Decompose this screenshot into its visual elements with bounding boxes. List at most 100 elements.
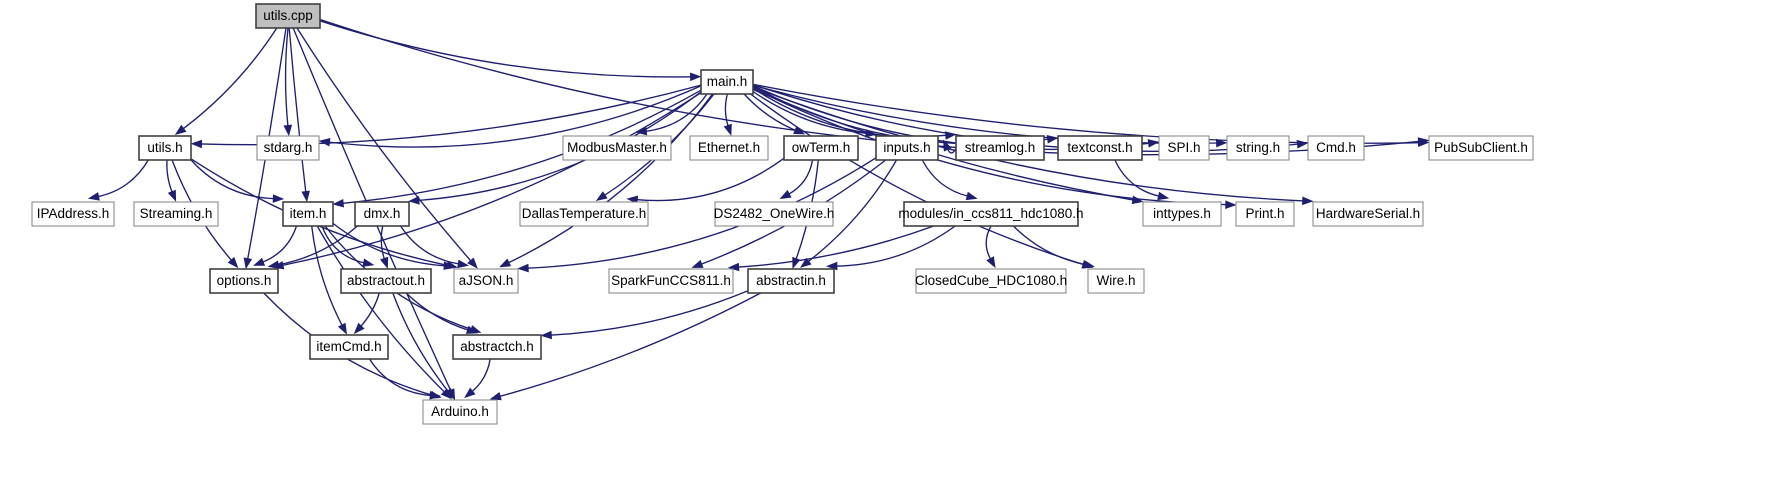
- graph-node-abstractout-h[interactable]: abstractout.h: [340, 268, 432, 294]
- node-box[interactable]: [354, 201, 410, 227]
- node-box[interactable]: [340, 268, 432, 294]
- graph-node-modbusmaster-h[interactable]: ModbusMaster.h: [562, 135, 672, 161]
- graph-node-arduino-h[interactable]: Arduino.h: [422, 399, 498, 425]
- node-box[interactable]: [903, 201, 1079, 227]
- graph-node-abstractin-h[interactable]: abstractin.h: [747, 268, 835, 294]
- node-box[interactable]: [256, 135, 320, 161]
- node-box[interactable]: [562, 135, 672, 161]
- graph-node-textconst-h[interactable]: textconst.h: [1057, 135, 1143, 161]
- node-box[interactable]: [747, 268, 835, 294]
- node-box[interactable]: [209, 268, 279, 294]
- graph-node-print-h[interactable]: Print.h: [1235, 201, 1295, 227]
- edge-dmx_h-to-abstractout_h: [380, 225, 386, 261]
- arrow-head-icon: [380, 256, 389, 269]
- node-box[interactable]: [915, 268, 1067, 294]
- node-box[interactable]: [875, 135, 939, 161]
- graph-node-spi-h[interactable]: SPI.h: [1158, 135, 1210, 161]
- node-box[interactable]: [700, 69, 754, 95]
- node-box[interactable]: [1235, 201, 1295, 227]
- arrow-head-icon: [1225, 200, 1237, 209]
- graph-node-inttypes-h[interactable]: inttypes.h: [1142, 201, 1222, 227]
- node-box[interactable]: [1312, 201, 1424, 227]
- graph-node-wire-h[interactable]: Wire.h: [1087, 268, 1145, 294]
- node-box[interactable]: [1087, 268, 1145, 294]
- node-box[interactable]: [519, 201, 649, 227]
- arrow-head-icon: [943, 139, 952, 152]
- arrow-head-icon: [517, 263, 529, 273]
- graph-node-streaming-h[interactable]: Streaming.h: [133, 201, 219, 227]
- graph-node-inputs-h[interactable]: inputs.h: [875, 135, 939, 161]
- graph-node-pubsubclient-h[interactable]: PubSubClient.h: [1428, 135, 1534, 161]
- node-box[interactable]: [133, 201, 219, 227]
- node-label: item.h: [290, 206, 327, 221]
- graph-node-modules-in-ccs811-hdc1080-h[interactable]: modules/in_ccs811_hdc1080.h: [898, 201, 1084, 227]
- edge-item_h-to-arduino_h: [316, 225, 446, 394]
- node-label: itemCmd.h: [316, 339, 381, 354]
- edge-main_h-to-stdarg_h: [327, 85, 702, 148]
- graph-node-utils-h[interactable]: utils.h: [138, 135, 192, 161]
- arrow-head-icon: [227, 256, 239, 269]
- graph-node-itemcmd-h[interactable]: itemCmd.h: [309, 334, 389, 360]
- graph-node-ds2482-onewire-h[interactable]: DS2482_OneWire.h: [714, 201, 835, 227]
- node-box[interactable]: [422, 399, 498, 425]
- node-box[interactable]: [1428, 135, 1534, 161]
- node-box[interactable]: [955, 135, 1045, 161]
- node-box[interactable]: [1226, 135, 1290, 161]
- node-box[interactable]: [1307, 135, 1365, 161]
- graph-node-streamlog-h[interactable]: streamlog.h: [955, 135, 1045, 161]
- node-box[interactable]: [453, 268, 519, 294]
- node-box[interactable]: [714, 201, 834, 227]
- graph-node-main-h[interactable]: main.h: [700, 69, 754, 95]
- graph-node-ipaddress-h[interactable]: IPAddress.h: [31, 201, 115, 227]
- graph-node-closedcube-hdc1080-h[interactable]: ClosedCube_HDC1080.h: [915, 268, 1067, 294]
- node-box[interactable]: [1142, 201, 1222, 227]
- arrow-head-icon: [301, 190, 310, 203]
- node-box[interactable]: [1158, 135, 1210, 161]
- graph-node-cmd-h[interactable]: Cmd.h: [1307, 135, 1365, 161]
- graph-node-dallastemperature-h[interactable]: DallasTemperature.h: [519, 201, 649, 227]
- arrow-head-icon: [467, 257, 478, 269]
- arrow-head-icon: [1046, 135, 1059, 144]
- graph-node-options-h[interactable]: options.h: [209, 268, 279, 294]
- edge-main_h-to-ajson_h: [507, 93, 714, 264]
- graph-node-owterm-h[interactable]: owTerm.h: [783, 135, 859, 161]
- graph-node-stdarg-h[interactable]: stdarg.h: [256, 135, 320, 161]
- node-box[interactable]: [689, 135, 769, 161]
- arrow-head-icon: [267, 260, 280, 269]
- arrow-head-icon: [443, 261, 455, 270]
- arrow-head-icon: [243, 257, 253, 270]
- graph-node-ethernet-h[interactable]: Ethernet.h: [689, 135, 769, 161]
- node-box[interactable]: [309, 334, 389, 360]
- graph-node-ajson-h[interactable]: aJSON.h: [453, 268, 519, 294]
- node-box[interactable]: [282, 201, 334, 227]
- arrow-head-icon: [190, 139, 203, 149]
- arrow-head-icon: [965, 191, 978, 201]
- node-box[interactable]: [783, 135, 859, 161]
- arrow-head-icon: [353, 322, 365, 335]
- node-label: Arduino.h: [431, 404, 489, 419]
- node-label: aJSON.h: [459, 273, 514, 288]
- node-label: abstractout.h: [347, 273, 425, 288]
- node-box[interactable]: [255, 3, 321, 29]
- graph-node-string-h[interactable]: string.h: [1226, 135, 1290, 161]
- node-label: Cmd.h: [1316, 140, 1356, 155]
- graph-node-sparkfunccs811-h[interactable]: SparkFunCCS811.h: [608, 268, 734, 294]
- node-box[interactable]: [138, 135, 192, 161]
- arrow-head-icon: [272, 194, 285, 203]
- node-box[interactable]: [1057, 135, 1143, 161]
- node-box[interactable]: [452, 334, 542, 360]
- edge-abstractout_h-to-abstractch_h: [405, 292, 470, 332]
- arrow-head-icon: [986, 256, 996, 269]
- edge-inputs_h-to-abstractin_h: [806, 159, 898, 263]
- arrow-head-icon: [429, 390, 442, 399]
- graph-node-item-h[interactable]: item.h: [282, 201, 334, 227]
- node-box[interactable]: [608, 268, 734, 294]
- graph-node-dmx-h[interactable]: dmx.h: [354, 201, 410, 227]
- graph-node-utils-cpp[interactable]: utils.cpp: [255, 3, 321, 29]
- node-box[interactable]: [31, 201, 115, 227]
- edge-utils_cpp-to-main_h: [319, 20, 693, 78]
- arrow-head-icon: [944, 131, 957, 140]
- graph-node-abstractch-h[interactable]: abstractch.h: [452, 334, 542, 360]
- graph-node-hardwareserial-h[interactable]: HardwareSerial.h: [1312, 201, 1424, 227]
